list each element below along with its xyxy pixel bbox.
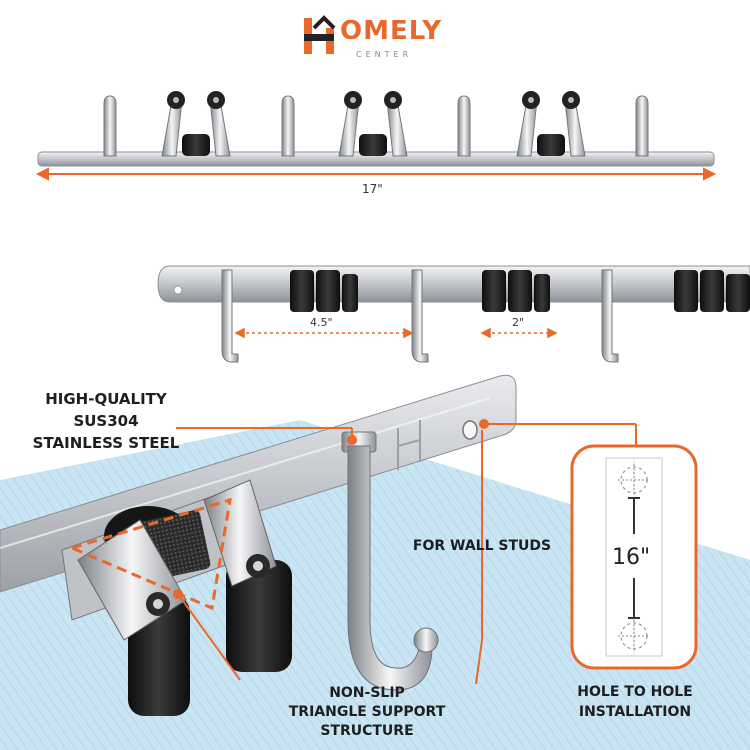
triangle-callout-line1: NON-SLIP [329, 685, 405, 701]
middle-hooks [221, 269, 619, 363]
steel-callout: HIGH-QUALITY SUS304 STAINLESS STEEL [26, 388, 186, 454]
brand-subtitle: CENTER [356, 50, 413, 59]
middle-rack [157, 265, 750, 363]
clamp-spacing-label: 2" [512, 316, 525, 329]
hook-spacing-label: 4.5" [310, 316, 333, 329]
top-clamps [161, 91, 586, 157]
total-length-label: 17" [362, 182, 383, 196]
wall-studs-callout: FOR WALL STUDS [412, 538, 552, 554]
callout-lines [173, 419, 637, 685]
triangle-callout: NON-SLIP TRIANGLE SUPPORT STRUCTURE [262, 684, 472, 741]
hole-callout: HOLE TO HOLE INSTALLATION [560, 682, 710, 722]
hole-callout-line2: INSTALLATION [578, 704, 692, 720]
stud-spacing-label: 16" [612, 545, 651, 570]
hole-callout-line1: HOLE TO HOLE [577, 684, 693, 700]
steel-callout-line2: SUS304 [73, 412, 139, 430]
hook-spacing-arrow [234, 327, 414, 339]
h-house-logo-icon [304, 15, 336, 54]
triangle-callout-line2: TRIANGLE SUPPORT [288, 704, 446, 720]
steel-callout-line3: STAINLESS STEEL [32, 434, 180, 452]
total-length-arrow [35, 167, 717, 181]
triangle-callout-line3: STRUCTURE [320, 723, 414, 739]
brand-name: OMELY [340, 16, 443, 46]
closeup-clamp [61, 479, 292, 716]
top-hooks [103, 95, 649, 157]
closeup [0, 374, 750, 750]
brand-logo: OMELY CENTER [300, 14, 460, 64]
middle-clamps [290, 270, 750, 312]
top-rack [35, 91, 717, 181]
steel-callout-line1: HIGH-QUALITY [45, 390, 167, 408]
stud-inset [570, 444, 698, 670]
bar-logo-icon [397, 420, 421, 470]
clamp-spacing-arrow [480, 327, 558, 339]
